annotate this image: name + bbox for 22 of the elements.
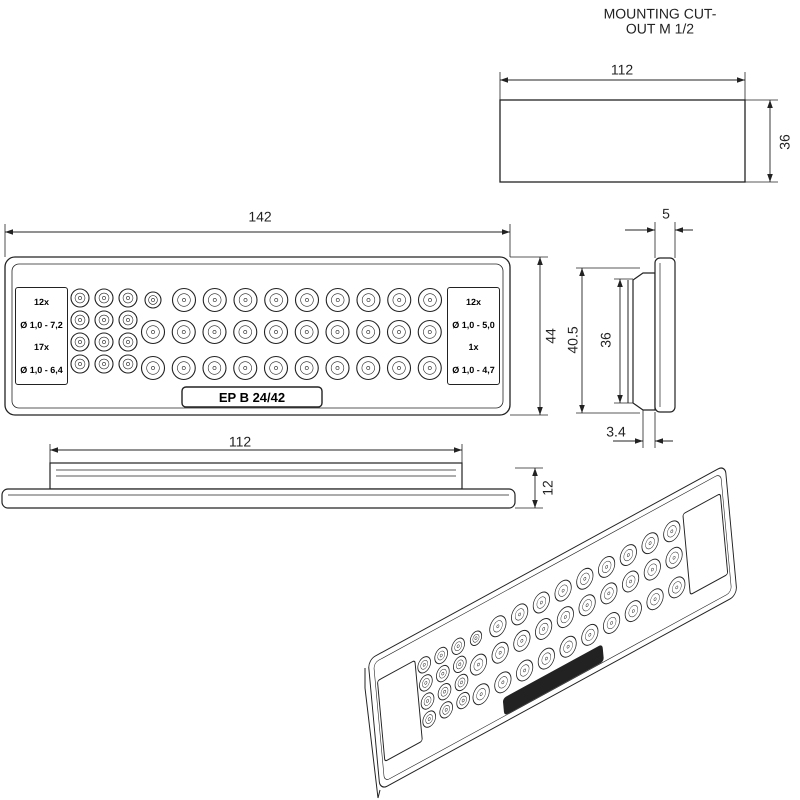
dimension-label: 36 xyxy=(598,332,614,348)
dimension-label: 112 xyxy=(610,62,634,78)
cable-range-label: Ø 1,0 - 5,0 xyxy=(452,320,495,330)
dimension-label: 3.4 xyxy=(606,424,626,440)
cable-range-label: 17x xyxy=(34,342,50,352)
cable-range-label: 12x xyxy=(34,297,50,308)
label-panel xyxy=(447,287,500,385)
dimension-label: 36 xyxy=(777,134,793,150)
view-title: MOUNTING CUT-OUT M 1/2 xyxy=(602,6,718,38)
dimension-label: 12 xyxy=(540,480,556,496)
type-label: EP B 24/42 xyxy=(218,390,286,404)
cable-range-label: Ø 1,0 - 6,4 xyxy=(20,364,63,375)
dimension-label: 40.5 xyxy=(565,326,581,354)
dimension-label: 112 xyxy=(228,434,252,450)
label-panel xyxy=(15,287,68,385)
cable-range-label: 1x xyxy=(468,342,478,352)
dimension-label: 44 xyxy=(543,328,559,344)
cable-range-label: Ø 1,0 - 7,2 xyxy=(20,320,63,330)
cable-range-label: 12x xyxy=(466,297,482,308)
dimension-label: 142 xyxy=(248,209,272,225)
dimension-label: 5 xyxy=(662,206,670,222)
cable-range-label: Ø 1,0 - 4,7 xyxy=(452,364,495,375)
